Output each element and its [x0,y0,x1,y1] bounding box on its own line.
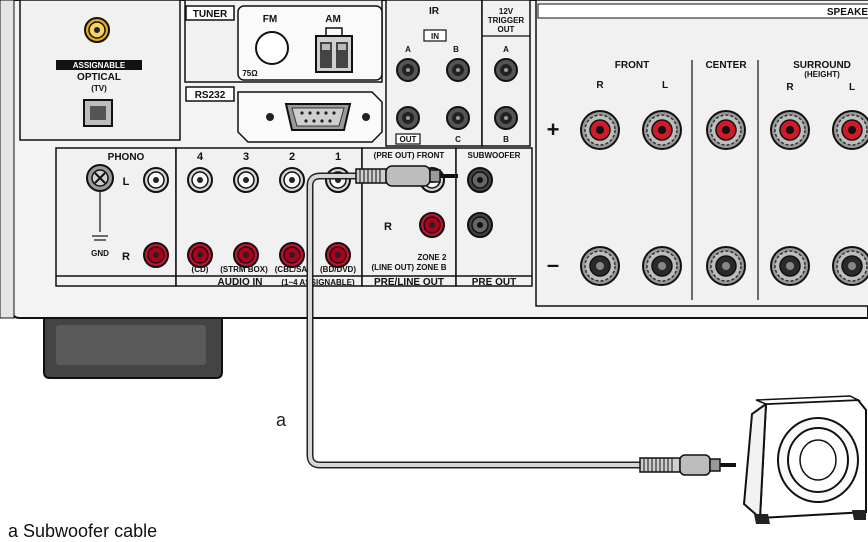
phono-label: PHONO [108,152,145,163]
optical-port-inner [90,106,106,120]
ir-label: IR [429,6,440,17]
speakers-title-box [538,4,868,18]
phono-l-jack [144,168,168,192]
zone-b-label: (LINE OUT) ZONE B [371,263,446,272]
speaker-center-minus-terminal [707,247,745,285]
audio-in-4-l-jack [188,168,212,192]
ir-in-a-jack [397,59,419,81]
tuner-label: TUNER [193,9,228,20]
ir-out-jack [397,107,419,129]
fm-antenna-jack [256,32,288,64]
am-label: AM [325,14,341,25]
speaker-front-l-minus-terminal [643,247,681,285]
audio-in-4-r-jack [188,243,212,267]
speaker-front-l-plus-terminal [643,111,681,149]
audio-in-name-strm-box: (STRM BOX) [220,265,268,274]
trigger-a-label: A [503,45,509,54]
ir-out-label: OUT [400,135,417,144]
phono-l-label: L [123,176,130,188]
speakers-front-label: FRONT [615,60,649,71]
speakers-front-r-label: R [596,80,604,91]
audio-in-1-r-jack [326,243,350,267]
receiver-side-strip [0,0,14,318]
audio-in-3-l-jack [234,168,258,192]
audio-in-2-r-jack [280,243,304,267]
phono-r-label: R [122,251,130,263]
cable-callout-label: a [276,410,287,430]
audio-in-name-cbl-sat: (CBL/SA [275,265,308,274]
speaker-front-r-minus-terminal [581,247,619,285]
trigger-label-2: TRIGGER [488,16,525,25]
fm-ohm-label: 75Ω [242,69,258,78]
ir-b-label: B [453,45,459,54]
receiver-foot-highlight [56,325,206,365]
audio-in-name-bd-dvd: (BD/DVD) [320,265,356,274]
speakers-minus-sign: – [547,252,559,277]
rs232-label: RS232 [195,90,226,101]
coaxial-jack [85,18,109,42]
subwoofer-pre-out-footer: PRE OUT [472,277,516,288]
audio-in-footer: AUDIO IN [218,277,263,288]
audio-in-number-2: 2 [289,151,295,163]
speakers-center-label: CENTER [705,60,747,71]
trigger-label-3: OUT [498,25,515,34]
phono-gnd-label: GND [91,249,109,258]
speaker-surround-l-plus-terminal [833,111,868,149]
speaker-surround-r-plus-terminal [771,111,809,149]
cable-plug-subwoofer-end [640,455,736,475]
audio-in-name-cd: (CD) [192,265,209,274]
audio-in-number-1: 1 [335,151,341,163]
speakers-surround-l-label: L [849,82,855,93]
ir-in-b-jack [447,59,469,81]
ir-a-label: A [405,45,411,54]
audio-in-footer-sub: (1~4 ASSIGNABLE) [281,278,355,287]
trigger-b-label: B [503,135,509,144]
trigger-label-1: 12V [499,7,514,16]
phono-r-jack [144,243,168,267]
subwoofer-pre-out-jack-1 [468,168,492,192]
ir-c-label: C [455,135,461,144]
ir-in-label: IN [431,32,439,41]
pre-line-out-footer: PRE/LINE OUT [374,277,444,288]
speakers-front-l-label: L [662,80,668,91]
pre-out-front-r-jack [420,213,444,237]
audio-in-3-r-jack [234,243,258,267]
speakers-height-label: (HEIGHT) [804,70,840,79]
trigger-a-jack [495,59,517,81]
speaker-front-r-plus-terminal [581,111,619,149]
speakers-plus-sign: + [547,117,560,142]
optical-assignable-tag-text: ASSIGNABLE [73,61,126,70]
figure-caption: a Subwoofer cable [8,521,157,542]
optical-sub-label: (TV) [91,84,107,93]
speakers-title: SPEAKE [827,7,868,18]
trigger-b-jack [495,107,517,129]
optical-label: OPTICAL [77,72,121,83]
speaker-surround-l-minus-terminal [833,247,868,285]
pre-out-front-label: (PRE OUT) FRONT [374,151,445,160]
speaker-surround-r-minus-terminal [771,247,809,285]
speakers-surround-r-label: R [786,82,794,93]
fm-label: FM [263,14,277,25]
speaker-center-plus-terminal [707,111,745,149]
ir-c-jack [447,107,469,129]
audio-in-number-3: 3 [243,151,249,163]
audio-in-1-l-jack [326,168,350,192]
zone2-label: ZONE 2 [418,253,447,262]
subwoofer-label: SUBWOOFER [468,151,521,160]
subwoofer-section [456,148,532,286]
audio-in-2-l-jack [280,168,304,192]
pre-out-r-label: R [384,221,392,233]
audio-in-number-4: 4 [197,151,204,163]
subwoofer-pre-out-jack-2 [468,213,492,237]
subwoofer-speaker-icon [744,396,866,524]
